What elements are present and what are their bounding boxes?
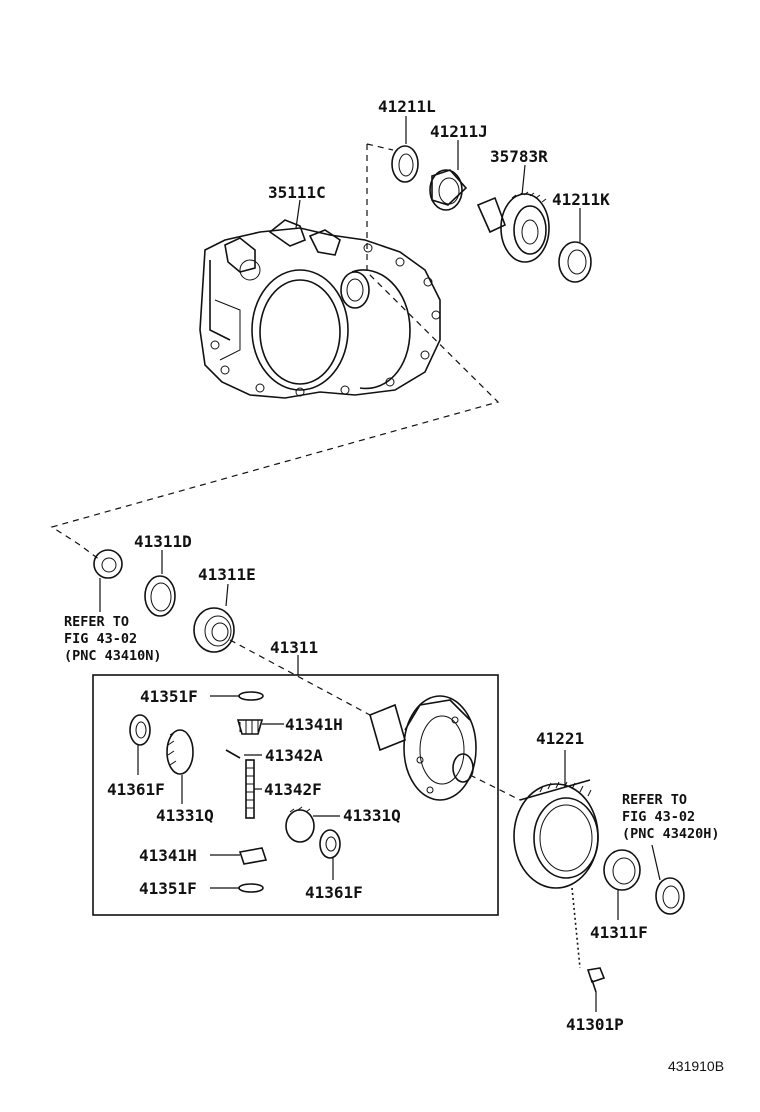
label-41331Q-right: 41331Q bbox=[343, 806, 401, 825]
label-41311E: 41311E bbox=[198, 565, 256, 584]
figure-id: 431910B bbox=[668, 1058, 724, 1074]
ref-right-line2: FIG 43-02 bbox=[622, 809, 695, 825]
label-41311F: 41311F bbox=[590, 923, 648, 942]
differential-case-illustration bbox=[369, 695, 477, 801]
label-41361F-left: 41361F bbox=[107, 780, 165, 799]
label-41211K: 41211K bbox=[552, 190, 610, 209]
bearing-41311F-illustration bbox=[603, 849, 641, 891]
transaxle-housing-illustration bbox=[199, 219, 441, 399]
label-35111C: 35111C bbox=[268, 183, 326, 202]
label-41351F-top: 41351F bbox=[140, 687, 198, 706]
assembly-lines bbox=[50, 143, 581, 969]
label-41341H-bottom: 41341H bbox=[139, 846, 197, 865]
label-41351F-bottom: 41351F bbox=[139, 879, 197, 898]
leader-lines bbox=[99, 116, 661, 1012]
bearing-41211L-illustration bbox=[391, 145, 419, 183]
bolt-41301P-illustration bbox=[586, 967, 606, 993]
label-35783R: 35783R bbox=[490, 147, 548, 166]
ref-left-line1: REFER TO bbox=[64, 614, 129, 630]
oil-seal-right-illustration bbox=[655, 877, 685, 915]
label-41361F-right: 41361F bbox=[305, 883, 363, 902]
ring-gear-35783R-illustration bbox=[476, 191, 550, 263]
label-41221: 41221 bbox=[536, 729, 584, 748]
bearing-41311E-illustration bbox=[193, 607, 235, 653]
label-41342F: 41342F bbox=[264, 780, 322, 799]
ref-left-line3: (PNC 43410N) bbox=[64, 648, 162, 664]
ref-left-line2: FIG 43-02 bbox=[64, 631, 137, 647]
label-41211L: 41211L bbox=[378, 97, 436, 116]
bearing-41211K-illustration bbox=[558, 241, 592, 283]
oil-seal-left-illustration bbox=[93, 549, 123, 579]
shim-41311D-illustration bbox=[144, 575, 176, 617]
ref-right-line3: (PNC 43420H) bbox=[622, 826, 720, 842]
label-41342A: 41342A bbox=[265, 746, 323, 765]
ref-right-line1: REFER TO bbox=[622, 792, 687, 808]
label-41301P: 41301P bbox=[566, 1015, 624, 1034]
label-41341H-top: 41341H bbox=[285, 715, 343, 734]
label-41311D: 41311D bbox=[134, 532, 192, 551]
label-41211J: 41211J bbox=[430, 122, 488, 141]
differential-case-group-box bbox=[92, 674, 499, 916]
label-41331Q-left: 41331Q bbox=[156, 806, 214, 825]
pinion-gear-parts-illustration bbox=[129, 691, 341, 893]
ring-gear-41221-illustration bbox=[513, 779, 599, 889]
bearing-41211J-illustration bbox=[429, 169, 468, 211]
label-41311: 41311 bbox=[270, 638, 318, 657]
